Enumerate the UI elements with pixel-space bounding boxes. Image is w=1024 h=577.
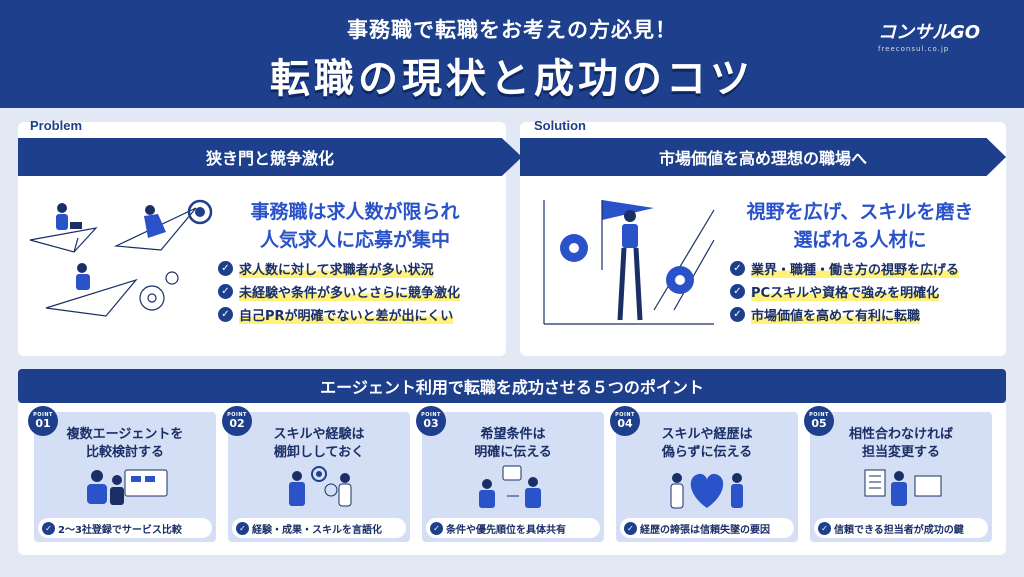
point-foot: ✓信頼できる担当者が成功の鍵 [814, 518, 988, 538]
list-item: ✓業界・職種・働き方の視野を広げる [730, 257, 960, 280]
person-figure [617, 210, 643, 321]
solution-heading: 視野を広げ、スキルを磨き 選ばれる人材に [720, 198, 1000, 254]
solution-list: ✓業界・職種・働き方の視野を広げる ✓PCスキルや資格で強みを明確化 ✓市場価値… [730, 257, 960, 326]
points-title: エージェント利用で転職を成功させる５つのポイント [18, 369, 1006, 403]
solution-banner: 市場価値を高め理想の職場へ [520, 138, 1006, 176]
point-foot: ✓2～3社登録でサービス比較 [38, 518, 212, 538]
logo-sub: freeconsul.co.jp [878, 45, 950, 53]
gear-icon [139, 271, 179, 311]
list-item: ✓PCスキルや資格で強みを明確化 [730, 280, 959, 303]
list-item: ✓求人数に対して求職者が多い状況 [218, 257, 460, 280]
point-foot: ✓条件や優先順位を具体共有 [426, 518, 600, 538]
point-title: スキルや経験は棚卸ししておく [273, 427, 365, 460]
header-title: 転職の現状と成功のコツ [270, 56, 754, 102]
list-item: ✓未経験や条件が多いとさらに競争激化 [218, 280, 461, 303]
problem-heading-line1: 事務職は求人数が限られ [250, 201, 460, 223]
check-icon: ✓ [624, 521, 637, 535]
list-item: ✓市場価値を高めて有利に転職 [730, 303, 959, 326]
header: 事務職で転職をお考えの方必見！ 転職の現状と成功のコツ コンサルGO freec… [0, 0, 1024, 108]
heart-trust-icon [670, 473, 743, 509]
point-foot: ✓経歴の誇張は信頼失墜の要因 [620, 518, 794, 538]
person-figure [56, 203, 166, 290]
check-icon: ✓ [730, 284, 745, 299]
logo-text: コンサルGO [878, 22, 981, 43]
check-icon: ✓ [42, 521, 55, 535]
growth-arrow-icon [543, 200, 715, 325]
check-icon: ✓ [430, 521, 443, 535]
check-icon: ✓ [818, 521, 831, 535]
solution-illustration [543, 200, 715, 325]
check-icon: ✓ [730, 261, 745, 276]
point-title: 複数エージェントを比較検討する [66, 427, 184, 460]
problem-list: ✓求人数に対して求職者が多い状況 ✓未経験や条件が多いとさらに競争激化 ✓自己P… [218, 257, 461, 326]
list-item: ✓自己PRが明確でないと差が出にくい [218, 303, 460, 326]
logo[interactable]: コンサルGO freeconsul.co.jp [878, 18, 980, 53]
problem-heading: 事務職は求人数が限られ 人気求人に応募が集中 [210, 198, 500, 254]
solution-heading-line1: 視野を広げ、スキルを磨き [746, 201, 974, 223]
point-foot: ✓経験・成果・スキルを言語化 [232, 518, 406, 538]
conditions-icon [479, 465, 541, 508]
paper-plane-icon [29, 207, 197, 317]
problem-heading-line2: 人気求人に応募が集中 [259, 229, 450, 251]
point-title: スキルや経歴は偽らずに伝える [661, 427, 753, 460]
point-title: 希望条件は明確に伝える [474, 427, 552, 460]
header-subtitle: 事務職で転職をお考えの方必見！ [347, 18, 677, 42]
problem-tag: Problem [30, 118, 83, 133]
problem-illustration [29, 199, 213, 317]
problem-banner: 狭き門と競争激化 [18, 138, 522, 176]
gear-icon [560, 234, 694, 294]
solution-heading-line2: 選ばれる人材に [793, 229, 927, 251]
target-icon [187, 199, 213, 225]
handover-icon [864, 469, 942, 506]
check-icon: ✓ [730, 307, 745, 322]
point-title: 相性合わなければ担当変更する [848, 427, 953, 460]
flag-icon [601, 200, 654, 270]
solution-tag: Solution [534, 118, 586, 133]
check-icon: ✓ [218, 261, 233, 276]
check-icon: ✓ [218, 307, 233, 322]
check-icon: ✓ [218, 284, 233, 299]
check-icon: ✓ [236, 521, 249, 535]
skills-inventory-icon [289, 466, 352, 507]
people-at-desk-icon [87, 469, 168, 505]
